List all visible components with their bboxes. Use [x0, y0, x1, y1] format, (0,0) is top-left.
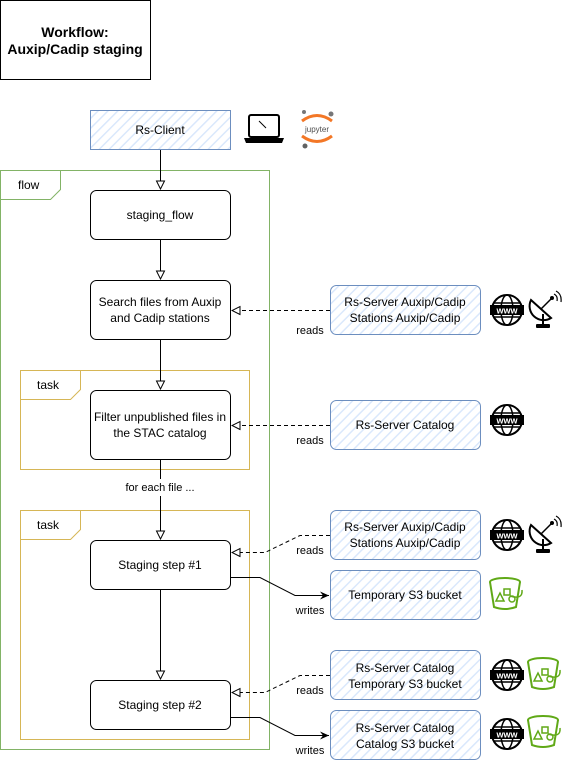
www-icon: www: [490, 718, 524, 750]
flow-label: flow: [18, 178, 40, 192]
service-temporary-s3: Temporary S3 bucket: [330, 570, 481, 620]
jupyter-icon: jupyter: [301, 110, 334, 149]
service-auxip-cadip-2: Rs-Server Auxip/Cadip Stations Auxip/Cad…: [330, 510, 481, 560]
service-1-line-2: Stations Auxip/Cadip: [350, 311, 461, 325]
staging-flow-label: staging_flow: [127, 208, 194, 222]
reads-label-1: reads: [296, 325, 324, 337]
service-5-line-2: Temporary S3 bucket: [348, 677, 462, 691]
s3-bucket-icon: [527, 715, 561, 748]
service-5-line-1: Rs-Server Catalog: [356, 661, 455, 675]
title-line-1: Workflow:: [41, 24, 108, 40]
laptop-icon: [244, 114, 284, 143]
writes-label-2: writes: [295, 745, 325, 757]
satellite-dish-icon: [528, 515, 562, 553]
service-6-line-2: Catalog S3 bucket: [356, 737, 455, 751]
service-3-line-2: Stations Auxip/Cadip: [350, 536, 461, 550]
reads-arrow-step1: [232, 535, 330, 553]
www-icon: www: [490, 404, 524, 436]
svg-text:www: www: [495, 730, 518, 740]
title-line-2: Auxip/Cadip staging: [7, 41, 142, 57]
rs-client-label: Rs-Client: [135, 123, 185, 137]
title-box: Workflow: Auxip/Cadip staging: [0, 0, 151, 80]
search-files-box: Search files from Auxip and Cadip statio…: [90, 280, 231, 340]
task-label-2: task: [37, 518, 60, 532]
search-files-line-1: Search files from Auxip: [99, 295, 222, 309]
svg-text:www: www: [495, 531, 518, 541]
icon-layer: www www www www www: [489, 290, 562, 750]
task-container-1: task: [20, 370, 250, 470]
s3-bucket-icon: [489, 577, 523, 610]
service-auxip-cadip-1: Rs-Server Auxip/Cadip Stations Auxip/Cad…: [330, 285, 481, 335]
satellite-dish-icon: [528, 290, 562, 328]
staging-flow-box: staging_flow: [90, 190, 231, 240]
service-1-line-1: Rs-Server Auxip/Cadip: [344, 295, 466, 309]
rs-client-box: Rs-Client: [90, 110, 231, 150]
www-icon: www: [490, 519, 524, 551]
service-2-line-1: Rs-Server Catalog: [356, 418, 455, 432]
filter-files-line-1: Filter unpublished files in: [94, 410, 226, 424]
writes-arrow-step2: [231, 717, 329, 740]
search-files-line-2: and Cadip stations: [110, 311, 209, 325]
staging-step-1-box: Staging step #1: [90, 540, 231, 590]
reads-label-4: reads: [296, 685, 324, 697]
service-4-line-1: Temporary S3 bucket: [348, 588, 462, 602]
s3-bucket-icon: [527, 657, 561, 690]
svg-text:www: www: [495, 306, 518, 316]
task-container-2: task: [20, 510, 250, 740]
filter-files-line-2: the STAC catalog: [113, 426, 206, 440]
task-label-1: task: [37, 378, 60, 392]
service-catalog-s3: Rs-Server Catalog Catalog S3 bucket: [330, 710, 481, 760]
service-6-line-1: Rs-Server Catalog: [356, 721, 455, 735]
reads-arrow-step2: [232, 675, 330, 693]
staging-step-1-label: Staging step #1: [118, 558, 202, 572]
www-icon: www: [490, 659, 524, 691]
flow-container: flow: [0, 170, 270, 750]
filter-files-box: Filter unpublished files in the STAC cat…: [90, 390, 231, 460]
reads-label-3: reads: [296, 545, 324, 557]
writes-connectors: [231, 577, 329, 740]
reads-connectors: [232, 311, 330, 693]
jupyter-text: jupyter: [304, 125, 329, 134]
service-catalog-temp-s3: Rs-Server Catalog Temporary S3 bucket: [330, 650, 481, 700]
svg-text:www: www: [495, 416, 518, 426]
staging-step-2-box: Staging step #2: [90, 680, 231, 730]
writes-label-1: writes: [295, 605, 325, 617]
writes-arrow-step1: [231, 577, 329, 600]
service-3-line-1: Rs-Server Auxip/Cadip: [344, 520, 466, 534]
reads-label-2: reads: [296, 435, 324, 447]
staging-step-2-label: Staging step #2: [118, 698, 202, 712]
www-icon: www: [490, 294, 524, 326]
loop-label: for each file ...: [125, 482, 194, 494]
service-catalog-1: Rs-Server Catalog: [330, 400, 481, 450]
svg-text:www: www: [495, 671, 518, 681]
